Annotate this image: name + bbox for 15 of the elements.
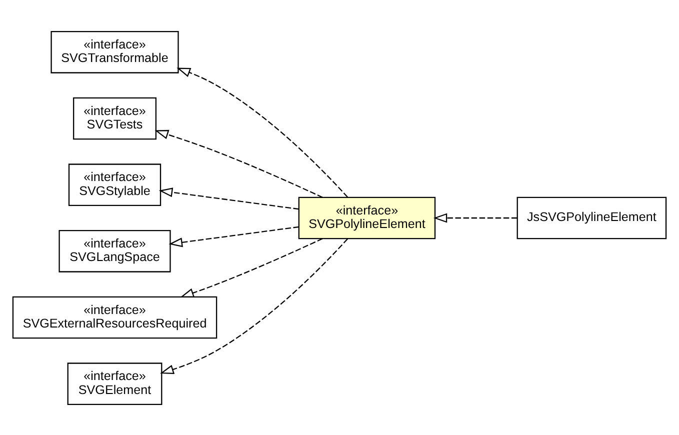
node-box: «interface» SVGLangSpace: [58, 230, 171, 272]
arrow: [160, 238, 348, 374]
node-box: «interface» SVGTests: [73, 96, 156, 140]
node-box: «interface» SVGPolylineElement: [298, 196, 436, 239]
arrow: [180, 238, 323, 297]
node-box: JsSVGPolylineElement: [516, 196, 667, 239]
arrow: [154, 129, 323, 198]
node-box: «interface» SVGTransformable: [50, 30, 179, 73]
node-box: «interface» SVGElement: [67, 362, 162, 404]
arrow: [168, 226, 299, 247]
arrow: [158, 187, 299, 210]
node-box: «interface» SVGExternalResourcesRequired: [12, 296, 218, 338]
arrow: [433, 212, 518, 222]
node-box: «interface» SVGStylable: [68, 163, 162, 206]
arrow: [176, 67, 348, 198]
